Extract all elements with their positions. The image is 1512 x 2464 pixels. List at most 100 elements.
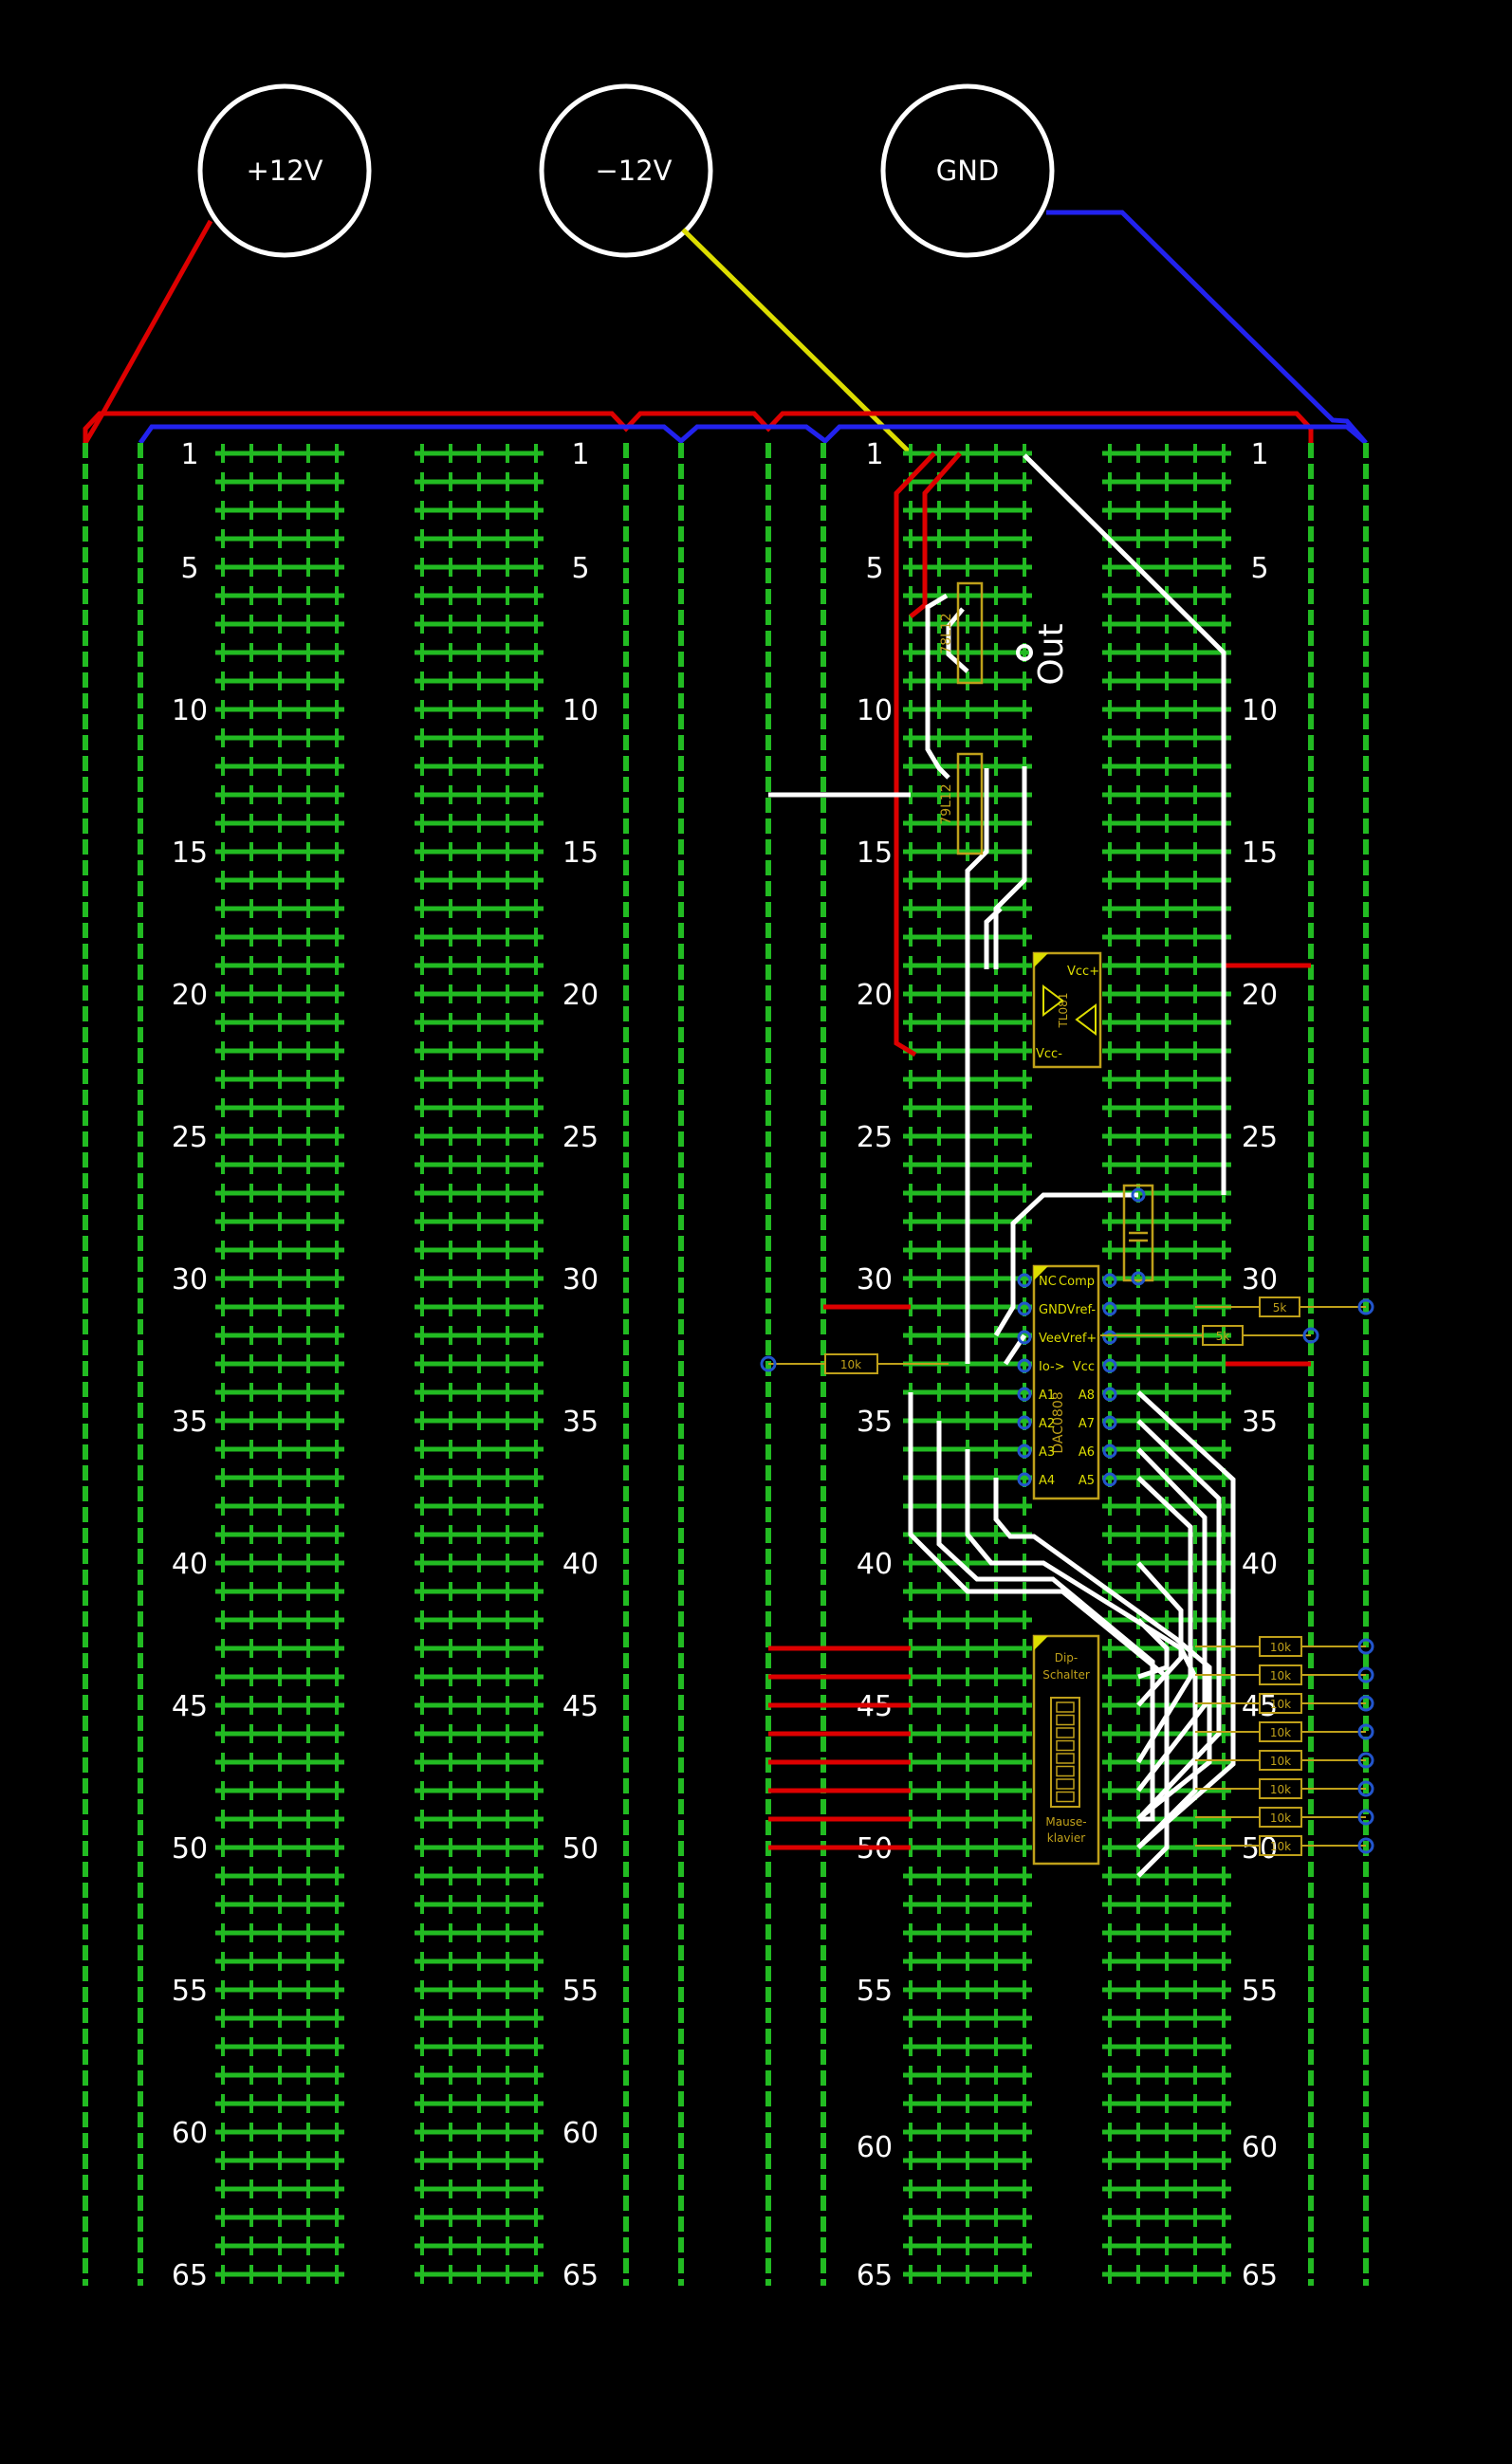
dac-pin-label: GNDVref-: [1039, 1303, 1096, 1317]
dac-pin-hole: [1017, 1387, 1032, 1402]
row-number: 35: [857, 1406, 893, 1439]
svg-text:5k: 5k: [1273, 1301, 1287, 1315]
row-number: 60: [562, 2117, 599, 2150]
regulator-label: 79L12: [939, 783, 954, 824]
row-number: 55: [857, 1975, 893, 2008]
dac-pin-hole: [1102, 1443, 1117, 1459]
dip-switch-cell: [1056, 1791, 1075, 1803]
row-number: 10: [172, 694, 208, 727]
regulator-78l12: 78L12: [939, 581, 984, 685]
row-number: 65: [1242, 2259, 1278, 2292]
out-label: Out: [1032, 623, 1071, 685]
dip-switch-cell: [1056, 1739, 1075, 1752]
ic-tl081: Vcc+ Vcc- TL081: [1032, 951, 1102, 1069]
red-jumper: [894, 451, 936, 1057]
dac-pin-label: VeeVref+: [1039, 1332, 1097, 1346]
dip-switch-cell: [1056, 1765, 1075, 1777]
white-jumper: [965, 768, 989, 1364]
dac-pin-hole: [1017, 1330, 1032, 1345]
dac-pin-hole: [1017, 1415, 1032, 1430]
row-number: 10: [562, 694, 599, 727]
resistor-5k-a: 5k: [1195, 1296, 1374, 1317]
white-jumper: [1136, 1561, 1184, 1707]
row-number: 55: [1242, 1975, 1278, 2008]
white-jumper: [993, 766, 1027, 969]
regulator-79l12: 79L12: [939, 752, 984, 855]
row-number: 15: [1242, 837, 1278, 870]
rail-hole: [1357, 1837, 1374, 1854]
row-number: 1: [1250, 438, 1268, 471]
dip-red-jumpers: [768, 1646, 911, 1850]
rail-hole: [1357, 1695, 1374, 1712]
dac-pin-hole: [1102, 1301, 1117, 1316]
terminal-label: +12V: [246, 155, 323, 187]
row-number: 45: [172, 1690, 208, 1723]
resistor-label: 10k: [1270, 1755, 1291, 1768]
dac-pin-label: Io->: [1039, 1360, 1065, 1374]
row-number: 20: [1242, 979, 1278, 1012]
row-numbers: 1510152025303540455055606515101520253035…: [172, 438, 1278, 2292]
row-number: 45: [562, 1690, 599, 1723]
resistor-label: 10k: [1270, 1726, 1291, 1739]
white-jumper: [993, 1192, 1138, 1337]
white-jumper: [908, 1392, 1170, 1878]
row-number: 30: [172, 1263, 208, 1296]
row-number: 35: [1242, 1406, 1278, 1439]
dac-pin-label: A7: [1079, 1417, 1095, 1431]
red-jumper: [909, 451, 962, 618]
rail-hole: [1357, 1638, 1374, 1655]
dac-pin-hole: [1102, 1273, 1117, 1288]
row-number: 25: [1242, 1121, 1278, 1154]
bus-ground: [138, 424, 1368, 445]
white-jumper: [1136, 1419, 1222, 1821]
terminal-label: −12V: [595, 155, 672, 187]
circuit-overlay: 78L12 79L12 Out Vcc+ Vcc- TL081: [760, 451, 1374, 1878]
dac-pin-hole: [1017, 1443, 1032, 1459]
rail-hole: [1357, 1780, 1374, 1797]
row-number: 1: [180, 438, 198, 471]
white-jumper: [1136, 1390, 1236, 1849]
row-number: 5: [180, 552, 198, 585]
row-number: 15: [857, 837, 893, 870]
resistor-5k-b: 5k: [1100, 1325, 1319, 1346]
white-jumper: [925, 593, 950, 780]
dac-pin-label: Comp: [1059, 1275, 1095, 1289]
white-jumper: [936, 1421, 1155, 1822]
terminal-minus12v: −12V: [539, 83, 713, 258]
row-number: 35: [172, 1406, 208, 1439]
dip-switch-mauseklavier: Dip- Schalter Mause- klavier: [1032, 1634, 1100, 1866]
white-jumper: [1003, 1333, 1027, 1366]
dip-switch-cell: [1056, 1701, 1075, 1713]
terminal-gnd: GND: [880, 83, 1055, 258]
dac-pin-hole: [1017, 1358, 1032, 1373]
ic-label: DAC0808: [1051, 1391, 1066, 1453]
out-pad: [1016, 644, 1033, 661]
row-number: 5: [571, 552, 589, 585]
dac-pin-label: Vcc: [1073, 1360, 1095, 1374]
dac-pin-label: A1: [1039, 1388, 1055, 1403]
row-number: 30: [857, 1263, 893, 1296]
row-number: 20: [172, 979, 208, 1012]
regulator-label: 78L12: [939, 613, 954, 653]
dip-switch-cell: [1056, 1714, 1075, 1726]
wire-plus12v-feed: [83, 219, 213, 445]
dac-pin-label: A3: [1039, 1445, 1055, 1460]
row-number: 20: [857, 979, 893, 1012]
row-number: 15: [172, 837, 208, 870]
svg-text:10k: 10k: [840, 1358, 861, 1371]
row-number: 15: [562, 837, 599, 870]
dac-pin-label: A2: [1039, 1417, 1055, 1431]
dac-pin-hole: [1102, 1358, 1117, 1373]
dac-pin-label: NC: [1039, 1275, 1057, 1289]
dac-pin-label: A5: [1079, 1474, 1095, 1488]
dip-switch-cell: [1056, 1753, 1075, 1764]
row-number: 50: [562, 1832, 599, 1866]
white-jumper: [1136, 1447, 1208, 1793]
svg-text:Dip-: Dip-: [1055, 1651, 1079, 1664]
dip-switch-cell: [1056, 1727, 1075, 1738]
resistor-label: 10k: [1270, 1641, 1291, 1654]
dac-pin-label: A4: [1039, 1474, 1055, 1488]
svg-text:Mause-: Mause-: [1045, 1815, 1086, 1829]
